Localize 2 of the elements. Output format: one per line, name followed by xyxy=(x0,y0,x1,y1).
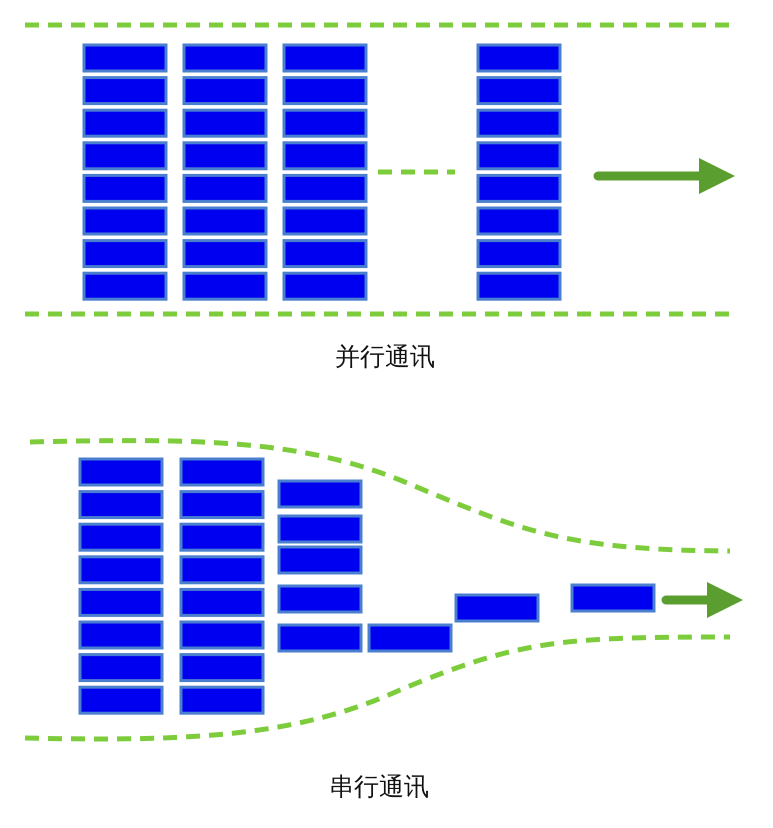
caption-text: 并行通讯 xyxy=(335,341,435,373)
caption-text: 串行通讯 xyxy=(329,771,429,803)
